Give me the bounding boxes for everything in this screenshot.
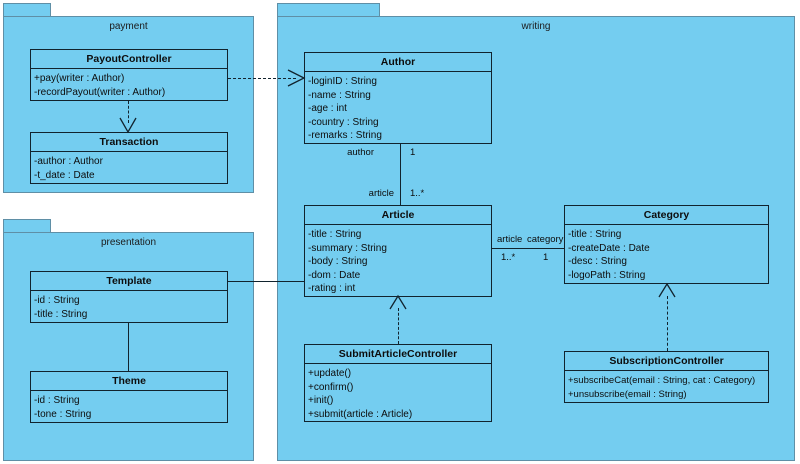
package-tab-presentation — [3, 219, 51, 233]
attribute: -title : String — [34, 308, 88, 320]
association-article-multiplicity2-label: 1..* — [501, 252, 516, 263]
dependency-payoutcontroller-author-arrowhead — [287, 69, 306, 87]
attribute: -dom : Date — [308, 269, 361, 281]
attribute: -title : String — [568, 229, 622, 240]
class-payout-controller-name: PayoutController — [31, 50, 227, 69]
package-tab-payment — [3, 3, 51, 17]
class-template-attributes: -id : String -title : String — [31, 291, 227, 324]
class-article-attributes: -title : String -summary : String -body … — [305, 225, 491, 299]
attribute: -country : String — [308, 116, 379, 128]
class-author-attributes: -loginID : String -name : String -age : … — [305, 72, 491, 146]
association-article-role-label: article — [368, 188, 394, 199]
realization-submitarticlecontroller-article-arrowhead — [389, 294, 407, 310]
class-author[interactable]: Author -loginID : String -name : String … — [304, 52, 492, 144]
attribute: -rating : int — [308, 283, 356, 294]
association-article-role2-label: article — [497, 234, 523, 245]
class-article[interactable]: Article -title : String -summary : Strin… — [304, 205, 492, 297]
attribute: -body : String — [308, 256, 368, 267]
attribute: -tone : String — [34, 408, 92, 420]
operation: +unsubscribe(email : String) — [568, 388, 687, 400]
operation: +update() — [308, 368, 352, 379]
package-payment-title: payment — [109, 21, 148, 32]
association-category-role-label: category — [527, 234, 564, 245]
operation: -recordPayout(writer : Author) — [34, 86, 166, 98]
attribute: -age : int — [308, 103, 347, 114]
association-article-multiplicity-label: 1..* — [410, 188, 425, 199]
class-theme[interactable]: Theme -id : String -tone : String — [30, 371, 228, 423]
association-author-article-line — [400, 144, 401, 205]
class-submit-article-controller-name: SubmitArticleController — [305, 345, 491, 364]
class-author-name: Author — [305, 53, 491, 72]
class-theme-name: Theme — [31, 372, 227, 391]
class-submit-article-controller[interactable]: SubmitArticleController +update() +confi… — [304, 344, 492, 422]
realization-subscriptioncontroller-category-arrowhead — [658, 282, 676, 298]
class-transaction[interactable]: Transaction -author : Author -t_date : D… — [30, 132, 228, 184]
attribute: -title : String — [308, 229, 362, 240]
realization-submitarticlecontroller-article-line — [398, 308, 399, 344]
attribute: -t_date : Date — [34, 169, 95, 181]
class-category-attributes: -title : String -createDate : Date -desc… — [565, 225, 768, 285]
operation: +confirm() — [308, 381, 354, 393]
package-presentation-title: presentation — [100, 237, 157, 248]
class-template-name: Template — [31, 272, 227, 291]
class-theme-attributes: -id : String -tone : String — [31, 391, 227, 424]
realization-subscriptioncontroller-category-line — [667, 296, 668, 351]
dependency-payoutcontroller-transaction-line — [128, 101, 129, 123]
class-template[interactable]: Template -id : String -title : String — [30, 271, 228, 323]
class-category[interactable]: Category -title : String -createDate : D… — [564, 205, 769, 284]
attribute: -remarks : String — [308, 130, 382, 141]
operation: +submit(article : Article) — [308, 408, 413, 420]
class-payout-controller-operations: +pay(writer : Author) -recordPayout(writ… — [31, 69, 227, 102]
operation: +subscribeCat(email : String, cat : Cate… — [568, 375, 756, 386]
attribute: -summary : String — [308, 242, 387, 254]
class-transaction-attributes: -author : Author -t_date : Date — [31, 152, 227, 185]
class-subscription-controller[interactable]: SubscriptionController +subscribeCat(ema… — [564, 351, 769, 403]
attribute: -id : String — [34, 295, 80, 306]
attribute: -loginID : String — [308, 76, 377, 87]
package-tab-writing — [277, 3, 380, 17]
operation: +pay(writer : Author) — [34, 73, 125, 84]
association-category-multiplicity-label: 1 — [543, 252, 549, 263]
association-author-multiplicity-label: 1 — [410, 147, 416, 158]
attribute: -id : String — [34, 395, 80, 406]
association-article-category-line — [492, 248, 564, 249]
association-template-theme-line — [128, 323, 129, 371]
package-writing-title: writing — [521, 21, 551, 32]
attribute: -name : String — [308, 89, 371, 101]
association-template-article-line — [228, 281, 304, 282]
dependency-payoutcontroller-author-line — [228, 78, 296, 79]
attribute: -desc : String — [568, 256, 627, 267]
attribute: -author : Author — [34, 156, 103, 167]
class-submit-article-controller-operations: +update() +confirm() +init() +submit(art… — [305, 364, 491, 424]
attribute: -createDate : Date — [568, 242, 650, 254]
attribute: -logoPath : String — [568, 269, 646, 281]
class-category-name: Category — [565, 206, 768, 225]
operation: +init() — [308, 395, 334, 406]
association-author-role-label: author — [347, 147, 374, 158]
class-subscription-controller-name: SubscriptionController — [565, 352, 768, 371]
class-transaction-name: Transaction — [31, 133, 227, 152]
class-article-name: Article — [305, 206, 491, 225]
class-payout-controller[interactable]: PayoutController +pay(writer : Author) -… — [30, 49, 228, 101]
dependency-payoutcontroller-transaction-arrowhead — [119, 117, 137, 134]
class-subscription-controller-operations: +subscribeCat(email : String, cat : Cate… — [565, 371, 768, 404]
